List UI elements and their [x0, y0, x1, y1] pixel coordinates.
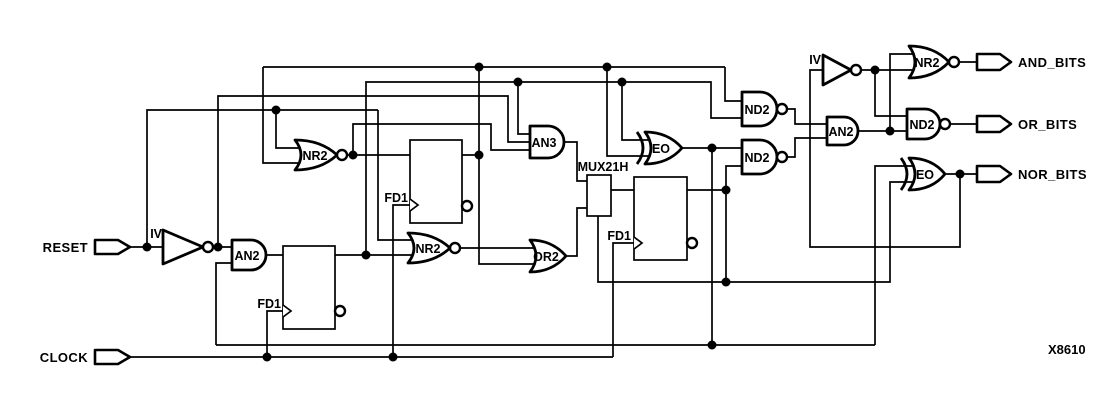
nor-gate-nr2-3 [907, 44, 961, 80]
gate-label-an2-2: AN2 [828, 125, 853, 139]
dff-fd1-3 [633, 176, 699, 261]
gate-label-mux21h: MUX21H [578, 160, 629, 174]
input-label-reset: RESET [43, 240, 88, 255]
dff-fd1-1 [282, 245, 347, 330]
gate-label-an2-1: AN2 [234, 249, 259, 263]
output-connector-nor-bits [975, 164, 1013, 184]
output-label-and-bits: AND_BITS [1018, 55, 1086, 70]
gate-label-iv2: IV [809, 53, 821, 67]
output-connector-or-bits [975, 114, 1013, 134]
and-gate-an2-2 [825, 115, 860, 147]
gate-label-nr2-1: NR2 [302, 149, 327, 163]
figure-id-label: X8610 [1048, 342, 1086, 357]
gate-label-nd2-2: ND2 [744, 151, 769, 165]
gate-label-fd1-3: FD1 [607, 229, 631, 243]
input-connector-clock [93, 348, 132, 366]
gate-label-or2: OR2 [533, 250, 559, 264]
gate-label-nr2-2: NR2 [415, 242, 440, 256]
junction-dots [142, 62, 965, 362]
nand-gate-nd2-3 [905, 107, 952, 141]
gate-label-nd2-1: ND2 [744, 103, 769, 117]
inverter-iv-1 [161, 228, 215, 266]
input-connector-reset [93, 238, 132, 256]
gate-label-nr2-3: NR2 [914, 56, 939, 70]
dff-fd1-2 [409, 139, 474, 224]
nor-gate-nr2-1 [293, 138, 349, 172]
gate-label-fd1-1: FD1 [257, 297, 281, 311]
nor-gate-nr2-2 [406, 231, 462, 265]
output-connector-and-bits [975, 52, 1013, 72]
gate-label-nd2-3: ND2 [909, 118, 934, 132]
gate-label-an3: AN3 [531, 136, 556, 150]
wires [130, 53, 977, 358]
and-gate-an3 [528, 124, 566, 160]
gate-label-fd1-2: FD1 [384, 191, 408, 205]
input-label-clock: CLOCK [40, 350, 88, 365]
nand-gate-nd2-2 [740, 138, 789, 176]
gate-label-iv1: IV [150, 227, 162, 241]
inverter-iv-2 [821, 53, 863, 87]
nand-gate-nd2-1 [740, 90, 789, 128]
mux21h [586, 174, 612, 217]
xor-gate-eo-1 [635, 130, 684, 166]
or-gate-or2 [528, 238, 568, 274]
output-label-or-bits: OR_BITS [1018, 117, 1077, 132]
gate-label-eo2: EO [916, 168, 934, 182]
xor-gate-eo-2 [899, 156, 947, 192]
output-label-nor-bits: NOR_BITS [1018, 167, 1087, 182]
and-gate-an2-1 [230, 238, 268, 272]
gate-label-eo1: EO [652, 142, 670, 156]
